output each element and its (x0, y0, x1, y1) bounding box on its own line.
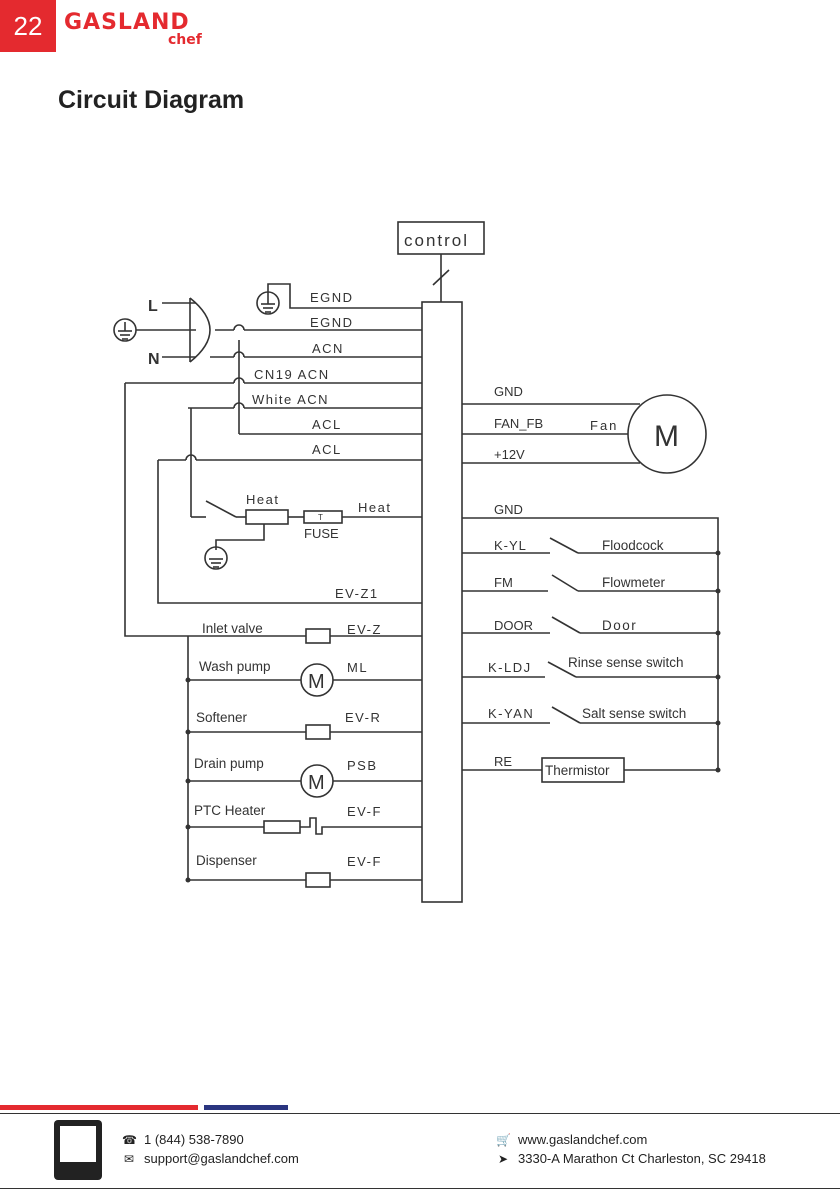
qr-code (54, 1120, 102, 1180)
heat-element-label: Heat (246, 492, 279, 507)
brand-main: GASLAND (64, 10, 190, 35)
page-title: Circuit Diagram (58, 86, 245, 114)
fanfb-label: FAN_FB (494, 416, 543, 431)
email-text[interactable]: support@gaslandchef.com (144, 1151, 299, 1166)
inlet-valve-label: Inlet valve (202, 621, 263, 636)
door-label: Door (602, 618, 637, 633)
drain-motor-label: M (308, 772, 325, 794)
ptc-heater-label: PTC Heater (194, 803, 266, 818)
evz1-label: EV-Z1 (335, 586, 379, 601)
egnd1-label: EGND (310, 290, 354, 305)
footer-red-bar (0, 1105, 198, 1110)
acl2-label: ACL (312, 442, 342, 457)
salt-sense-label: Salt sense switch (582, 706, 686, 721)
phone-text: 1 (844) 538-7890 (144, 1132, 244, 1147)
mail-icon: ✉ (123, 1151, 135, 1166)
inlet-valve (305, 628, 331, 644)
contact-email[interactable]: ✉ support@gaslandchef.com (122, 1151, 299, 1166)
softener-valve (305, 724, 331, 740)
psb-label: PSB (347, 758, 378, 773)
kldj-label: K-LDJ (488, 660, 532, 675)
fuse-label: FUSE (304, 526, 339, 541)
heat-wire-label: Heat (358, 500, 391, 515)
v12-label: +12V (494, 447, 525, 462)
egnd2-label: EGND (310, 315, 354, 330)
thermistor-label: Thermistor (545, 763, 610, 778)
fan-label: Fan (590, 418, 618, 433)
evz-label: EV-Z (347, 622, 382, 637)
acn1-label: ACN (312, 341, 344, 356)
footer-blue-bar (204, 1105, 288, 1110)
drain-pump-label: Drain pump (194, 756, 264, 771)
fuse-t-label: T (318, 513, 323, 522)
fuse (303, 510, 343, 524)
dispenser-valve (305, 872, 331, 888)
gnd2-label: GND (494, 502, 523, 517)
control-label: control (404, 231, 469, 250)
softener-label: Softener (196, 710, 248, 725)
fan-motor (627, 394, 707, 474)
re-label: RE (494, 754, 512, 769)
fan-motor-label: M (654, 420, 679, 453)
line-label: L (148, 298, 158, 315)
rinse-sense-label: Rinse sense switch (568, 655, 684, 670)
floodcock-label: Floodcock (602, 538, 664, 553)
ptc-heater (263, 820, 301, 834)
contact-address: ➤ 3330-A Marathon Ct Charleston, SC 2941… (496, 1151, 766, 1166)
wash-pump-label: Wash pump (199, 659, 271, 674)
contact-phone: ☎ 1 (844) 538-7890 (122, 1132, 244, 1147)
neutral-label: N (148, 351, 160, 368)
evr-label: EV-R (345, 710, 381, 725)
qr-code-inner (60, 1126, 96, 1162)
gnd1-label: GND (494, 384, 523, 399)
website-text[interactable]: www.gaslandchef.com (518, 1132, 648, 1147)
main-connector (421, 301, 463, 903)
evf2-label: EV-F (347, 854, 382, 869)
kyl-label: K-YL (494, 538, 527, 553)
acl1-label: ACL (312, 417, 342, 432)
evf1-label: EV-F (347, 804, 382, 819)
brand-logo: GASLAND chef (64, 10, 202, 48)
cart-icon: 🛒 (496, 1132, 511, 1147)
door-wire-label: DOOR (494, 618, 533, 633)
heat-element (245, 509, 289, 525)
fm-label: FM (494, 575, 513, 590)
page-bottom-rule (0, 1188, 840, 1189)
footer-divider (0, 1113, 840, 1114)
ml-label: ML (347, 660, 368, 675)
circuit-diagram: control L N EGND EGND ACN CN19 ACN White… (113, 221, 721, 903)
wash-motor-label: M (308, 671, 325, 693)
address-text: 3330-A Marathon Ct Charleston, SC 29418 (518, 1151, 766, 1166)
dispenser-label: Dispenser (196, 853, 257, 868)
brand-sub: chef (168, 32, 202, 48)
location-arrow-icon: ➤ (497, 1151, 509, 1166)
page-number: 22 (0, 0, 56, 52)
contact-website[interactable]: 🛒 www.gaslandchef.com (496, 1132, 647, 1147)
kyan-label: K-YAN (488, 706, 534, 721)
acn3-label: White ACN (252, 392, 329, 407)
flowmeter-label: Flowmeter (602, 575, 666, 590)
acn2-label: CN19 ACN (254, 367, 330, 382)
phone-icon: ☎ (122, 1132, 137, 1147)
